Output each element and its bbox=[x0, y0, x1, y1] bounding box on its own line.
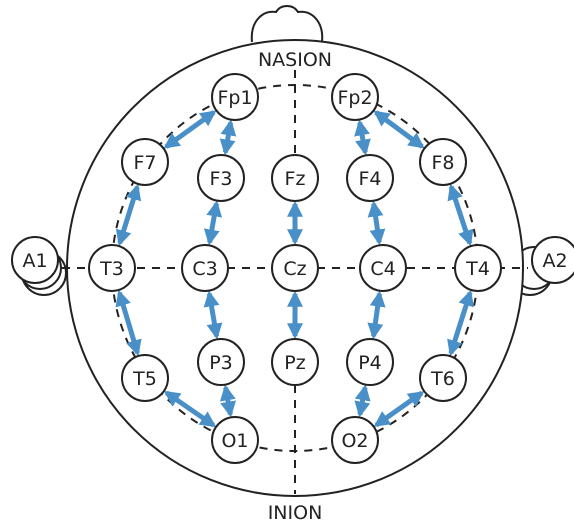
electrode-p3: P3 bbox=[197, 338, 245, 386]
electrode-circle bbox=[211, 73, 259, 121]
electrode-fp2: Fp2 bbox=[331, 73, 379, 121]
electrode-label: Fp1 bbox=[217, 87, 252, 109]
electrode-c3: C3 bbox=[181, 244, 229, 292]
electrode-t3: T3 bbox=[88, 244, 136, 292]
electrode-label: Cz bbox=[283, 258, 306, 280]
ear-electrode-a1 bbox=[11, 236, 59, 284]
electrode-circle bbox=[121, 138, 169, 186]
ear-electrode-a2 bbox=[531, 236, 574, 284]
arrow-fp2-f4 bbox=[354, 119, 371, 156]
electrode-label: T6 bbox=[430, 368, 455, 390]
ear-label-a2: A2 bbox=[542, 250, 567, 272]
electrode-fp1: Fp1 bbox=[211, 73, 259, 121]
electrode-label: F4 bbox=[358, 168, 381, 190]
electrode-circle bbox=[346, 338, 394, 386]
electrode-c4: C4 bbox=[359, 244, 407, 292]
arrow-f4-c4 bbox=[367, 200, 386, 246]
electrode-circle bbox=[419, 354, 467, 402]
electrode-pz: Pz bbox=[271, 338, 319, 386]
electrode-circle bbox=[331, 416, 379, 464]
arrow-f8-t4 bbox=[447, 183, 474, 247]
electrode-t5: T5 bbox=[121, 354, 169, 402]
arrow-p4-o2 bbox=[354, 384, 371, 418]
electrode-label: T4 bbox=[465, 258, 490, 280]
electrode-t4: T4 bbox=[454, 244, 502, 292]
electrode-circle bbox=[359, 244, 407, 292]
arrow-fp1-f7 bbox=[163, 110, 217, 149]
electrode-label: T3 bbox=[99, 258, 124, 280]
arrow-t4-t6 bbox=[447, 289, 474, 357]
electrode-t6: T6 bbox=[419, 354, 467, 402]
arrow-p3-o1 bbox=[219, 384, 237, 418]
electrode-circle bbox=[197, 338, 245, 386]
electrode-f3: F3 bbox=[197, 154, 245, 202]
arrow-fp1-f3 bbox=[219, 119, 237, 156]
electrode-circle bbox=[331, 73, 379, 121]
arrow-f7-t3 bbox=[115, 183, 142, 247]
electrode-circle bbox=[419, 138, 467, 186]
electrode-f7: F7 bbox=[121, 138, 169, 186]
arrow-c3-p3 bbox=[203, 290, 223, 340]
electrode-circle bbox=[346, 154, 394, 202]
electrode-o1: O1 bbox=[211, 416, 259, 464]
arrow-t5-o1 bbox=[163, 390, 217, 428]
arrow-layer bbox=[115, 110, 474, 428]
electrode-o2: O2 bbox=[331, 416, 379, 464]
electrode-p4: P4 bbox=[346, 338, 394, 386]
electrode-label: O2 bbox=[341, 430, 368, 452]
electrode-label: C3 bbox=[192, 258, 217, 280]
inion-label: INION bbox=[268, 502, 323, 524]
electrode-fz: Fz bbox=[271, 154, 319, 202]
electrode-circle bbox=[271, 338, 319, 386]
nose-outline bbox=[250, 5, 324, 43]
electrode-label: Pz bbox=[284, 352, 305, 374]
electrode-label: T5 bbox=[132, 368, 157, 390]
electrode-circle bbox=[88, 244, 136, 292]
electrode-label: P4 bbox=[358, 352, 382, 374]
electrode-label: O1 bbox=[221, 430, 248, 452]
electrode-circle bbox=[454, 244, 502, 292]
nasion-label: NASION bbox=[258, 49, 332, 71]
electrode-label: P3 bbox=[209, 352, 233, 374]
electrode-f8: F8 bbox=[419, 138, 467, 186]
arrow-fp2-f8 bbox=[373, 110, 425, 149]
electrode-circle bbox=[181, 244, 229, 292]
arrow-t6-o2 bbox=[373, 390, 425, 428]
electrode-circle bbox=[271, 244, 319, 292]
electrode-cz: Cz bbox=[271, 244, 319, 292]
electrode-label: Fz bbox=[285, 168, 306, 190]
electrode-circle bbox=[211, 416, 259, 464]
electrode-label: F8 bbox=[431, 152, 454, 174]
arrow-c4-p4 bbox=[367, 290, 386, 340]
electrode-label: F3 bbox=[209, 168, 232, 190]
electrode-label: F7 bbox=[133, 152, 156, 174]
electrode-circle bbox=[271, 154, 319, 202]
electrode-f4: F4 bbox=[346, 154, 394, 202]
electrode-circle bbox=[197, 154, 245, 202]
ear-label-a1: A1 bbox=[22, 250, 47, 272]
arrow-t3-t5 bbox=[115, 289, 142, 357]
arrow-f3-c3 bbox=[203, 200, 223, 246]
electrode-label: C4 bbox=[370, 258, 395, 280]
electrode-circle bbox=[121, 354, 169, 402]
electrode-label: Fp2 bbox=[337, 87, 372, 109]
